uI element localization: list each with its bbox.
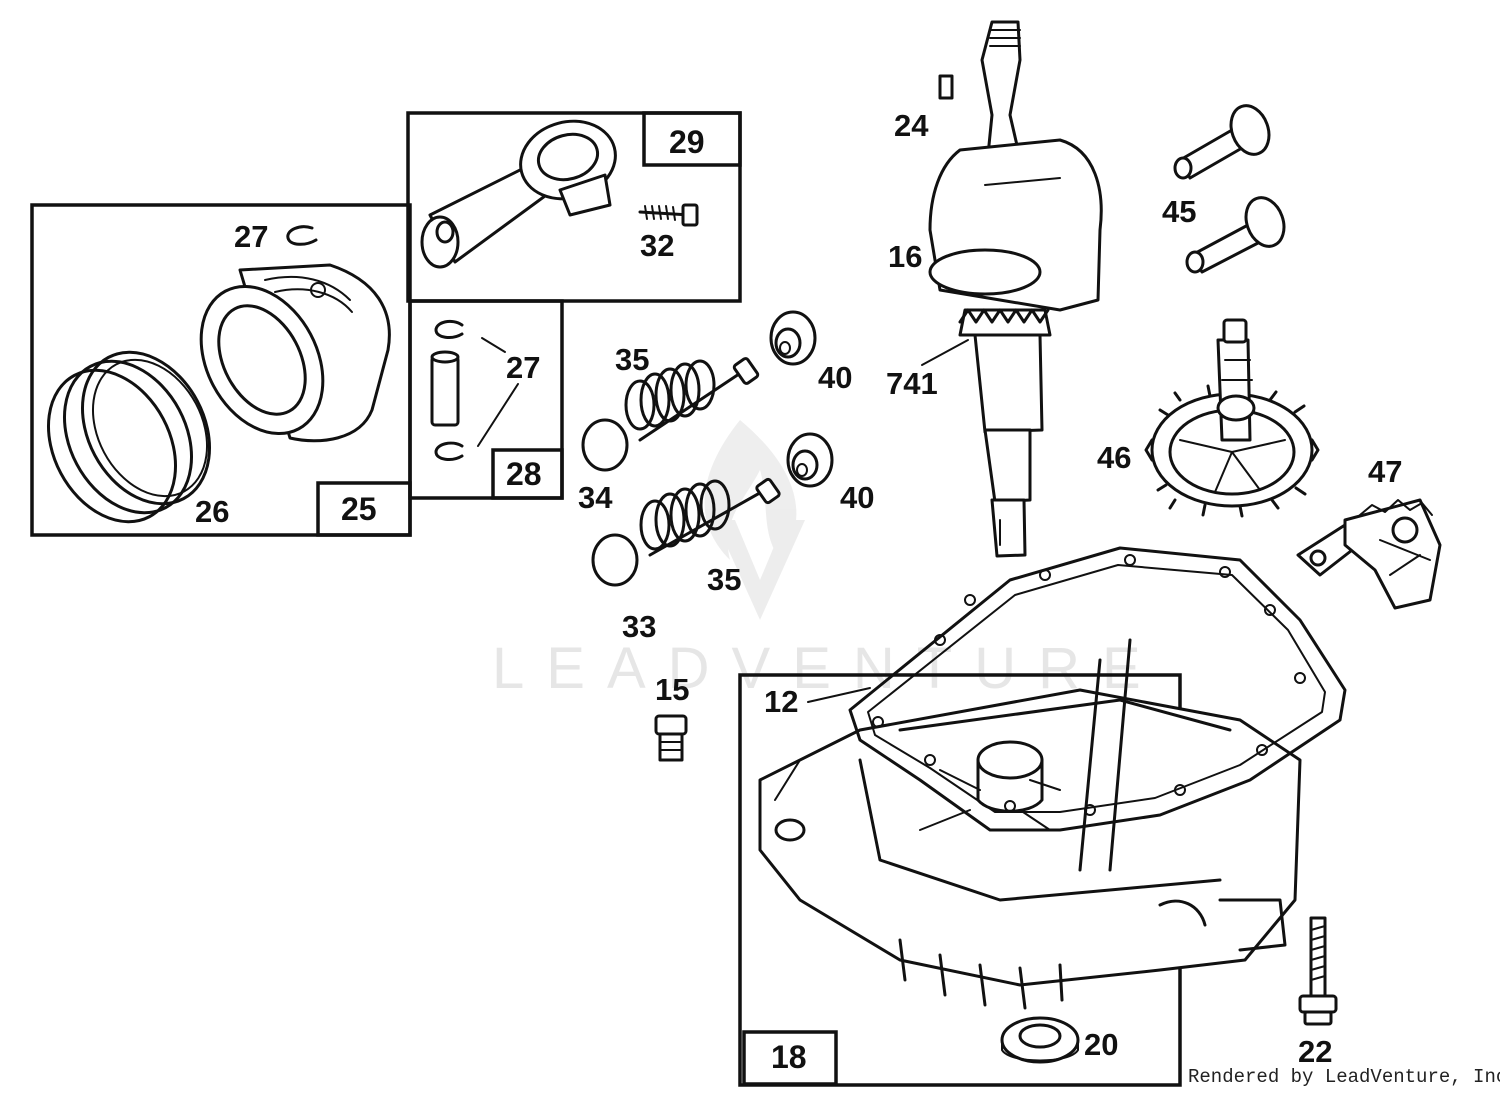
oil-seal-part[interactable] (1000, 1016, 1080, 1064)
valve-retainer-lower-part[interactable] (786, 432, 834, 488)
box-29-tag (642, 111, 742, 167)
callout-26[interactable]: 26 (195, 494, 229, 529)
box-18-label[interactable]: 18 (771, 1039, 807, 1075)
valve-group: 35 34 40 40 35 33 (578, 310, 874, 644)
watermark-text: LEADVENTURE (492, 636, 1163, 701)
crankshaft-key-part[interactable] (938, 74, 954, 100)
box-18-tag (742, 1030, 838, 1086)
callout-35-bottom[interactable]: 35 (707, 562, 741, 597)
piston-assembly-group: 25 27 26 (23, 203, 412, 544)
box-25-label[interactable]: 25 (341, 491, 377, 527)
box-28-tag (491, 448, 564, 500)
drain-plug-part[interactable] (654, 714, 688, 762)
callout-15[interactable]: 15 (655, 672, 689, 707)
leader-27b (477, 383, 519, 447)
callout-35-top[interactable]: 35 (615, 342, 649, 377)
exhaust-valve-spring-part[interactable] (581, 357, 760, 472)
callout-24[interactable]: 24 (894, 108, 929, 143)
tappet-upper-part[interactable] (1173, 100, 1275, 180)
sump-group: 18 (738, 546, 1347, 1087)
callout-20[interactable]: 20 (1084, 1027, 1118, 1062)
callout-40-top[interactable]: 40 (818, 360, 852, 395)
callout-46[interactable]: 46 (1097, 440, 1131, 475)
callout-33[interactable]: 33 (622, 609, 656, 644)
box-25-tag (316, 481, 412, 537)
piston-rings-part[interactable] (23, 330, 235, 544)
drain-plug-group: 15 (654, 672, 689, 762)
tappets-group: 45 (1162, 100, 1290, 274)
governor-assembly-part[interactable] (1296, 498, 1442, 610)
leader-27 (481, 337, 506, 353)
crankshaft-group: 24 16 741 (886, 20, 1103, 558)
watermark: LEADVENTURE (492, 420, 1163, 701)
valve-retainer-upper-part[interactable] (769, 310, 817, 366)
callout-34[interactable]: 34 (578, 480, 613, 515)
credit-text: Rendered by LeadVenture, Inc. (1188, 1066, 1500, 1088)
camshaft-gear-part[interactable] (1144, 318, 1320, 518)
connecting-rod-part[interactable] (420, 111, 624, 269)
pin-clip-upper-part[interactable] (434, 319, 464, 339)
callout-45[interactable]: 45 (1162, 194, 1196, 229)
callout-27-top[interactable]: 27 (234, 219, 268, 254)
callout-40-bottom[interactable]: 40 (840, 480, 874, 515)
sump-bolt-part[interactable] (1298, 916, 1338, 1026)
connecting-rod-group: 29 32 (406, 111, 742, 303)
callout-22[interactable]: 22 (1298, 1034, 1332, 1069)
governor-group: 47 (1296, 454, 1442, 610)
intake-valve-spring-part[interactable] (591, 477, 781, 587)
box-28-label[interactable]: 28 (506, 456, 542, 492)
rod-bolt-part[interactable] (638, 203, 699, 227)
box-29-frame (406, 111, 742, 303)
leader-741 (921, 339, 969, 366)
box-29-label[interactable]: 29 (669, 124, 705, 160)
sump-bolt-group: 22 (1298, 916, 1338, 1069)
callout-47[interactable]: 47 (1368, 454, 1402, 489)
camshaft-group: 46 (1097, 318, 1320, 518)
sump-gasket-part[interactable] (848, 546, 1347, 832)
callout-741[interactable]: 741 (886, 366, 938, 401)
box-28-frame (408, 299, 564, 500)
piston-pin-part[interactable] (430, 350, 460, 427)
callout-27-box[interactable]: 27 (506, 350, 540, 385)
tappet-lower-part[interactable] (1185, 192, 1290, 274)
leader-12 (807, 687, 871, 703)
piston-pin-group: 28 27 (408, 299, 564, 500)
piston-pin-clip-part[interactable] (286, 225, 318, 246)
callout-32[interactable]: 32 (640, 228, 674, 263)
callout-16[interactable]: 16 (888, 239, 922, 274)
piston-part[interactable] (177, 263, 391, 455)
pin-clip-lower-part[interactable] (434, 441, 464, 461)
crankshaft-part[interactable] (928, 20, 1103, 558)
callout-12[interactable]: 12 (764, 684, 798, 719)
